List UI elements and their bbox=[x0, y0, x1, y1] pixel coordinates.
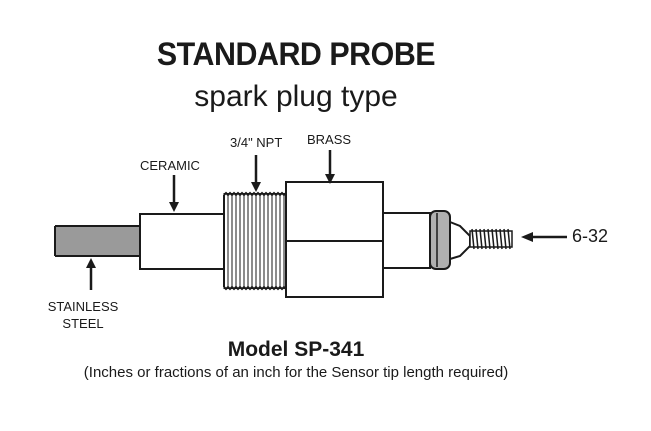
npt-threads bbox=[223, 190, 287, 292]
stainless-steel-label: STAINLESS STEEL bbox=[47, 299, 119, 331]
diagram-subtitle: spark plug type bbox=[194, 80, 398, 113]
leader-arrows bbox=[89, 150, 567, 290]
terminal-cap bbox=[429, 210, 471, 270]
npt-label: 3/4" NPT bbox=[230, 135, 283, 150]
model-number: Model SP-341 bbox=[227, 338, 365, 361]
ceramic-insulator bbox=[139, 213, 229, 270]
screw-thread bbox=[469, 228, 513, 250]
stainless-steel-rod bbox=[55, 226, 140, 256]
thread-size-label: 6-32 bbox=[572, 226, 609, 246]
brass-label: BRASS bbox=[307, 132, 352, 147]
brass-hex-body bbox=[285, 181, 384, 298]
length-note: (Inches or fractions of an inch for the … bbox=[83, 364, 509, 381]
diagram-title: STANDARD PROBE bbox=[156, 36, 436, 72]
ceramic-label: CERAMIC bbox=[140, 158, 200, 173]
electrode-sleeve bbox=[382, 212, 431, 269]
